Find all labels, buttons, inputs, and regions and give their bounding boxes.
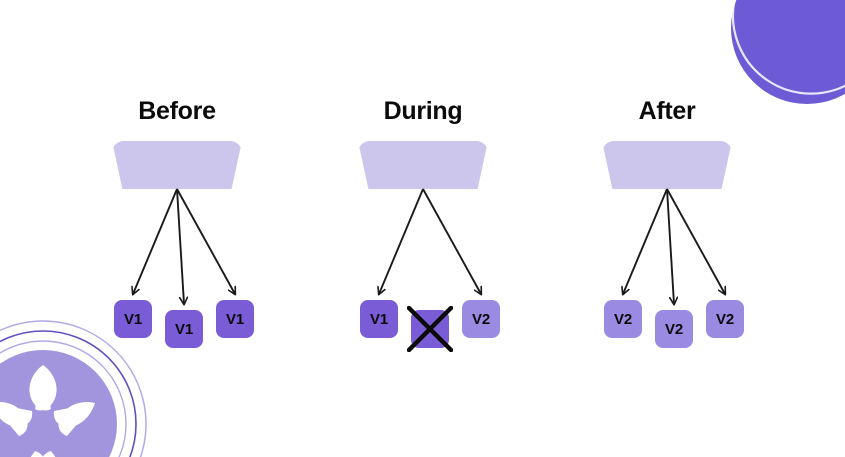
instance-node[interactable]: V1 <box>360 300 398 338</box>
instance-node[interactable]: V1 <box>165 310 203 348</box>
stage-group-after: After V2 V2 V2 <box>552 96 782 356</box>
arrow-layer-before <box>62 188 292 356</box>
arrow-layer-during <box>308 188 538 356</box>
instance-node[interactable]: V1 <box>216 300 254 338</box>
load-balancer-shape-before <box>112 141 242 189</box>
decorative-circle-top-right <box>731 0 845 104</box>
load-balancer-shape-after <box>602 141 732 189</box>
instance-node[interactable]: V2 <box>604 300 642 338</box>
instance-node[interactable]: V2 <box>655 310 693 348</box>
instance-node-disabled[interactable] <box>411 310 449 348</box>
group-title-before: Before <box>138 97 216 125</box>
load-balancer-shape-during <box>358 141 488 189</box>
instance-node[interactable]: V2 <box>462 300 500 338</box>
group-title-during: During <box>383 97 463 125</box>
instance-node[interactable]: V2 <box>706 300 744 338</box>
arrow-layer-after <box>552 188 782 356</box>
stage-group-before: Before V1 V1 V1 <box>62 96 292 356</box>
group-title-after: After <box>638 97 696 125</box>
stage-group-during: During V1 V2 <box>308 96 538 356</box>
instance-node[interactable]: V1 <box>114 300 152 338</box>
